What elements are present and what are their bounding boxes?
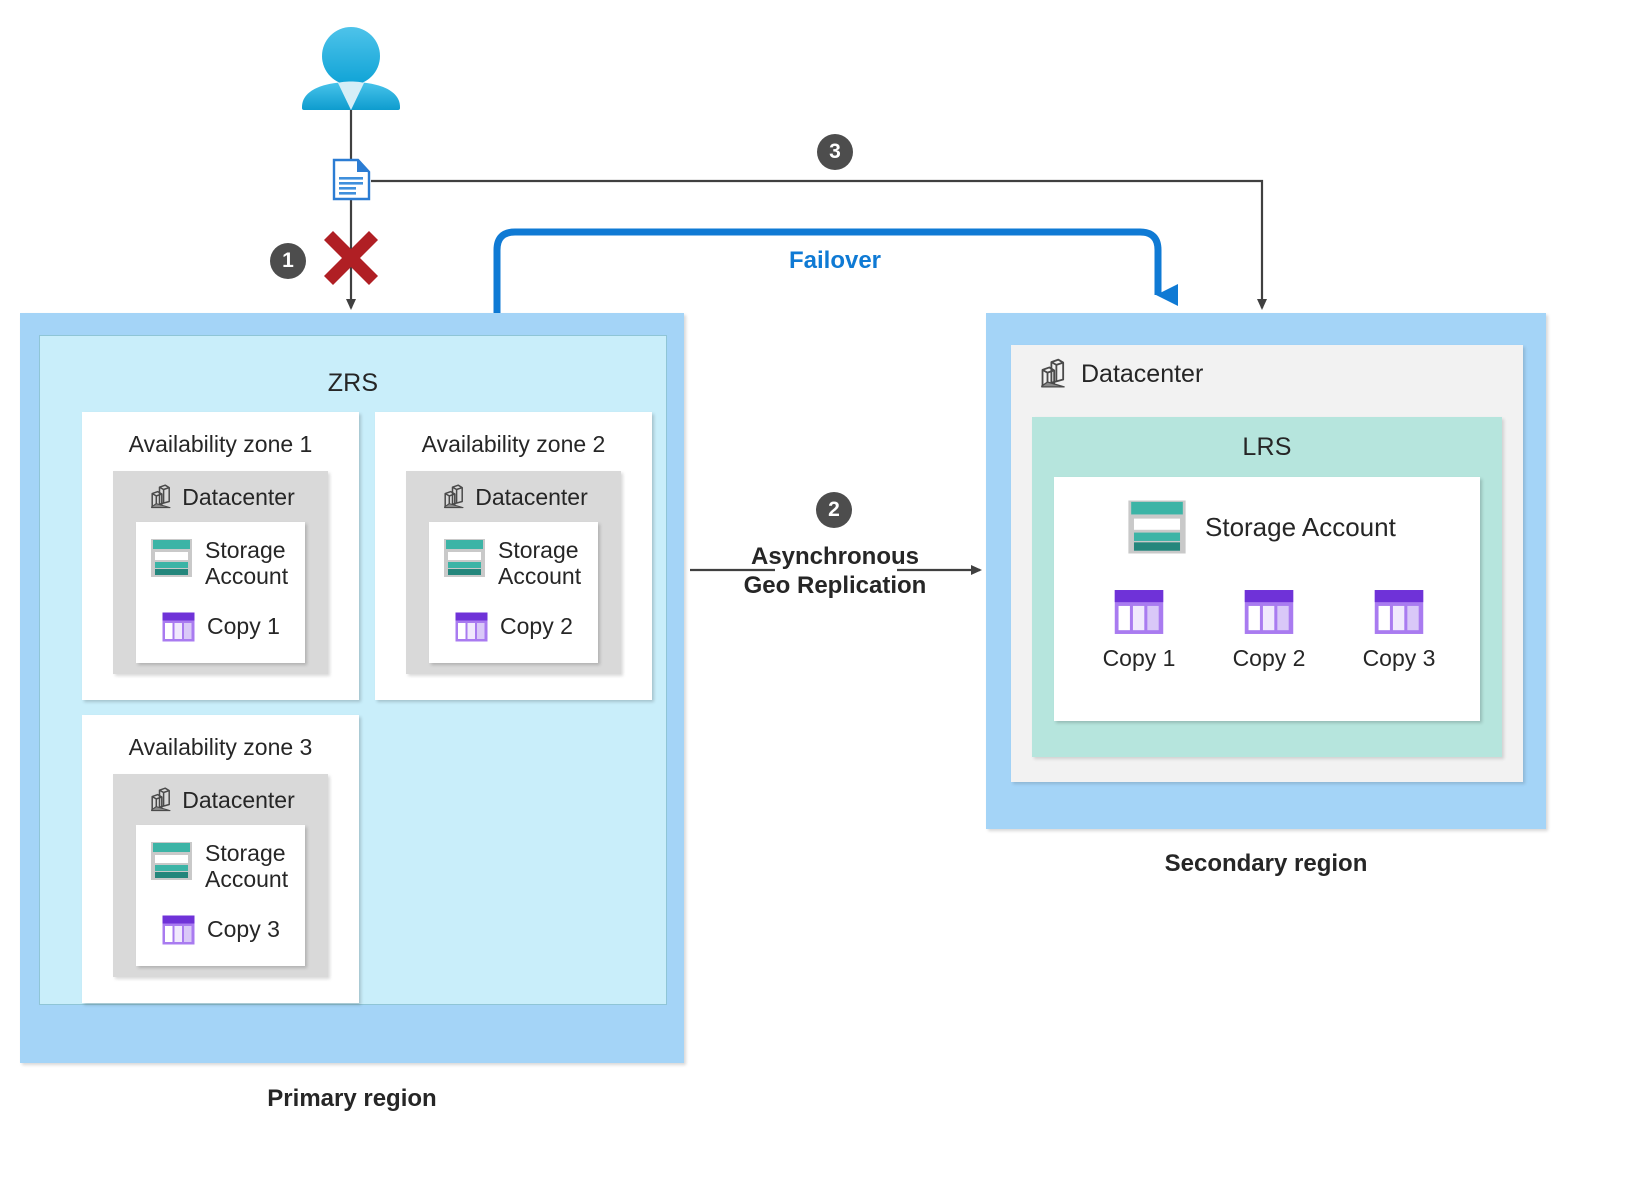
copy-label-zone-3: Copy 3: [207, 916, 280, 943]
copy-label-zone-2: Copy 2: [500, 613, 573, 640]
user-icon: [302, 27, 400, 110]
datacenter-secondary: Datacenter LRS Storage Account: [1011, 345, 1523, 782]
datacenter-zone-1-header: Datacenter: [113, 483, 328, 511]
step-badge-3: 3: [817, 134, 853, 170]
copy-label-zone-1: Copy 1: [207, 613, 280, 640]
storage-account-zone-3: Storage Account: [150, 840, 289, 893]
storage-account-zone-2-label: Storage Account: [498, 537, 582, 590]
storage-card-zone-3: Storage Account: [136, 825, 305, 966]
storage-card-zone-2: Storage Account: [429, 522, 598, 663]
copy-label-secondary-1: Copy 1: [1102, 645, 1176, 671]
connector-failover: [493, 228, 1178, 318]
datacenter-icon: [1041, 358, 1065, 388]
secondary-region: Datacenter LRS Storage Account: [986, 313, 1546, 829]
availability-zone-1-title: Availability zone 1: [128, 431, 313, 457]
replication-label: Asynchronous Geo Replication: [700, 542, 970, 601]
datacenter-zone-2: Datacenter Storage: [406, 471, 621, 674]
copy-label-secondary-3: Copy 3: [1362, 645, 1436, 671]
copy-icon: [455, 612, 488, 642]
datacenter-zone-3-label: Datacenter: [182, 786, 295, 813]
datacenter-zone-3-header: Datacenter: [113, 786, 328, 814]
copy-item-zone-1: Copy 1: [162, 612, 280, 642]
primary-region-caption: Primary region: [267, 1085, 437, 1112]
availability-zone-1: Availability zone 1: [82, 412, 359, 700]
storage-card-zone-1: Storage Account: [136, 522, 305, 663]
datacenter-zone-2-label: Datacenter: [475, 483, 588, 510]
datacenter-icon: [151, 787, 171, 812]
datacenter-icon: [444, 484, 464, 509]
copy-label-secondary-2: Copy 2: [1232, 645, 1306, 671]
storage-account-secondary: Storage Account: [1127, 499, 1396, 555]
storage-label-line1: Storage: [498, 537, 579, 563]
datacenter-secondary-label: Datacenter: [1081, 359, 1204, 388]
datacenter-zone-1: Datacenter Storage: [113, 471, 328, 674]
copy-item-zone-2: Copy 2: [455, 612, 573, 642]
replication-label-line2: Geo Replication: [743, 572, 927, 600]
failover-label: Failover: [788, 247, 882, 274]
copy-icon: [1244, 590, 1294, 634]
availability-zone-3-title: Availability zone 3: [128, 734, 313, 760]
secondary-region-caption: Secondary region: [1164, 850, 1368, 877]
copy-item-secondary-2: Copy 2: [1232, 589, 1306, 672]
zrs-container: ZRS Availability zone 1: [39, 335, 667, 1005]
datacenter-icon: [151, 484, 171, 509]
datacenter-zone-1-label: Datacenter: [182, 483, 295, 510]
storage-label-line2: Account: [205, 562, 289, 589]
copies-row-secondary: Copy 1 Copy 2: [1074, 589, 1464, 672]
storage-account-icon: [1128, 500, 1186, 554]
lrs-label: LRS: [1242, 433, 1292, 461]
storage-account-icon: [151, 539, 192, 577]
storage-account-zone-1: Storage Account: [150, 537, 289, 590]
storage-account-zone-2: Storage Account: [443, 537, 582, 590]
availability-zone-2: Availability zone 2: [375, 412, 652, 700]
availability-zone-3: Availability zone 3: [82, 715, 359, 1003]
step-badge-2: 2: [816, 492, 852, 528]
copy-item-zone-3: Copy 3: [162, 915, 280, 945]
red-x-icon: [324, 231, 378, 285]
storage-account-icon: [151, 842, 192, 880]
connector-document-to-secondary: [371, 179, 1267, 310]
replication-label-line1: Asynchronous: [750, 543, 920, 570]
datacenter-zone-3: Datacenter Storage: [113, 774, 328, 977]
storage-account-zone-1-label: Storage Account: [205, 537, 289, 590]
primary-region: ZRS Availability zone 1: [20, 313, 684, 1063]
copy-icon: [162, 612, 195, 642]
storage-account-secondary-label: Storage Account: [1205, 511, 1396, 542]
storage-account-icon: [444, 539, 485, 577]
step-badge-1: 1: [270, 243, 306, 279]
availability-zone-2-title: Availability zone 2: [421, 431, 606, 457]
storage-label-line1: Storage: [205, 840, 286, 866]
document-icon: [332, 158, 371, 201]
copy-item-secondary-3: Copy 3: [1362, 589, 1436, 672]
copy-icon: [1114, 590, 1164, 634]
storage-account-zone-3-label: Storage Account: [205, 840, 289, 893]
storage-label-line1: Storage: [205, 537, 286, 563]
copy-item-secondary-1: Copy 1: [1102, 589, 1176, 672]
copy-icon: [162, 915, 195, 945]
lrs-container: LRS Storage Account: [1032, 417, 1502, 757]
storage-label-line2: Account: [205, 865, 289, 892]
datacenter-secondary-header: Datacenter: [1035, 357, 1203, 391]
storage-card-secondary: Storage Account Copy 1: [1054, 477, 1480, 721]
copy-icon: [1374, 590, 1424, 634]
datacenter-zone-2-header: Datacenter: [406, 483, 621, 511]
zrs-label: ZRS: [327, 369, 379, 397]
storage-label-line2: Account: [498, 562, 582, 589]
